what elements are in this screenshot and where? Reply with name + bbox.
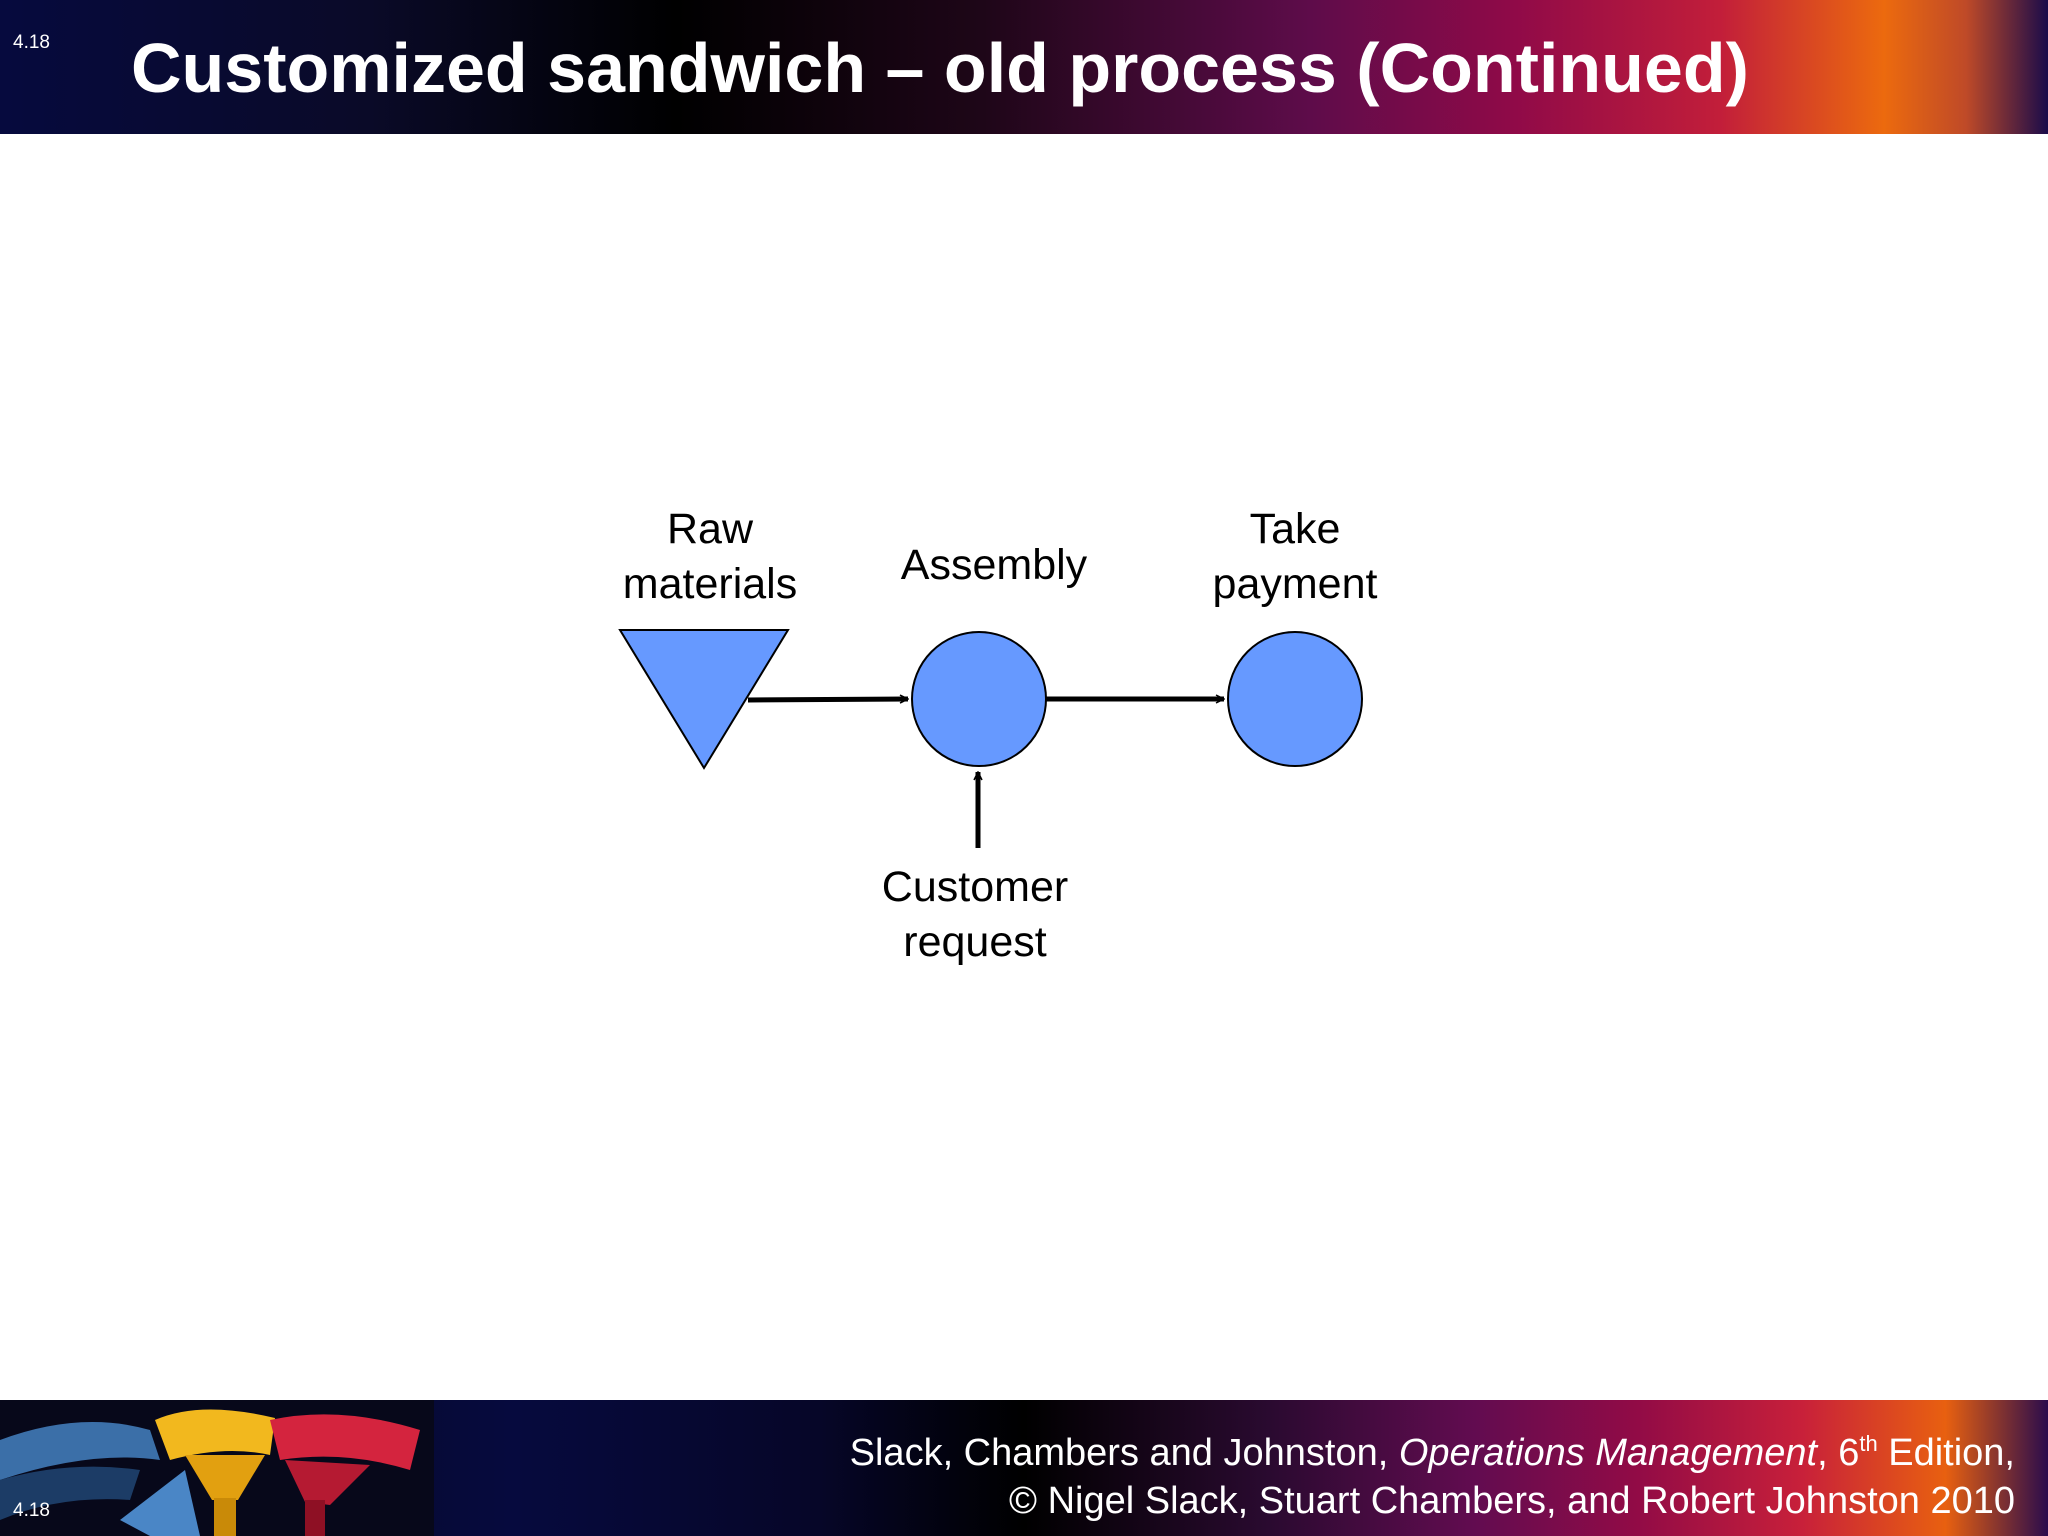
citation-copyright: © Nigel Slack, Stuart Chambers, and Robe… [1009,1480,2015,1522]
raw-materials-inventory-triangle [618,629,790,770]
slide-number-footer: 4.18 [13,1500,50,1521]
take-payment-label: Take payment [1212,505,1378,608]
raw-materials-label: Raw materials [622,505,798,608]
take-payment-operation-circle [1227,631,1363,767]
citation-edition-prefix: , 6 [1817,1432,1860,1474]
arrow-raw-to-assembly [747,699,908,700]
assembly-label: Assembly [900,541,1088,589]
citation-edition-suffix: Edition, [1877,1432,2015,1474]
title-bar [0,0,2048,134]
citation-edition-sup: th [1859,1431,1878,1456]
citation-authors: Slack, Chambers and Johnston, [849,1432,1399,1474]
customer-request-label: Customer request [881,863,1069,966]
assembly-operation-circle [911,631,1047,767]
citation-book-title: Operations Management [1398,1432,1818,1474]
citation-line-1: Slack, Chambers and Johnston, Operations… [615,1420,2015,1477]
slide-title: Customized sandwich – old process (Conti… [131,29,1749,107]
slide-number: 4.18 [13,32,50,53]
citation: Slack, Chambers and Johnston, Operations… [615,1420,2015,1525]
paint-funnels-image [0,1400,434,1536]
